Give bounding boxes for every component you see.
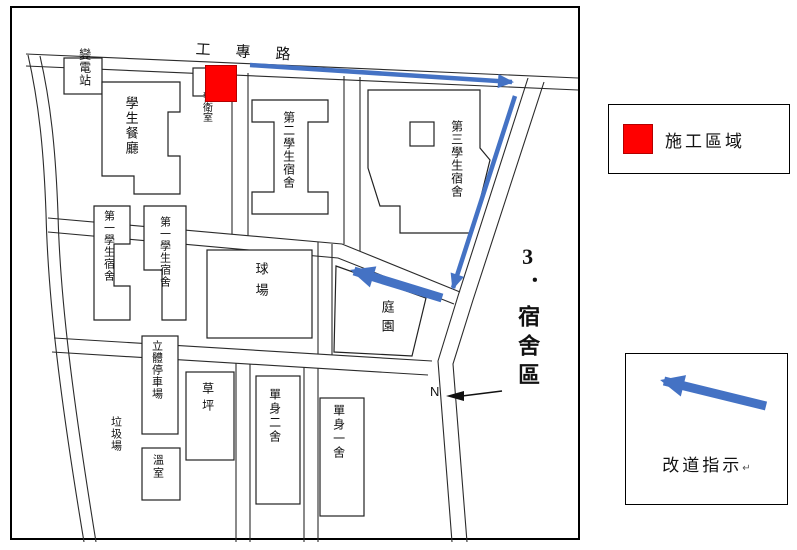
return-mark: ↵ bbox=[742, 463, 751, 474]
construction-legend-swatch bbox=[623, 124, 653, 154]
label-dorm-3: 第三學生宿舍 bbox=[449, 120, 464, 198]
label-dormitory-area: 3．宿舍區 bbox=[515, 244, 541, 392]
building-dorm-3-court bbox=[409, 121, 435, 147]
label-north: N bbox=[430, 384, 440, 399]
campus-map-drawing bbox=[25, 53, 579, 542]
construction-legend-label: 施工區域 bbox=[665, 131, 745, 151]
label-guard-room: 警衛室 bbox=[200, 92, 212, 122]
detour-arrow-top-road bbox=[249, 62, 514, 89]
legend-construction-box: 施工區域 bbox=[608, 104, 790, 174]
label-parking-garage: 立體停車場 bbox=[150, 340, 163, 400]
label-garbage-yard: 垃圾場 bbox=[109, 416, 122, 452]
building-dorm-3 bbox=[367, 89, 491, 234]
building-transformer-station bbox=[63, 57, 103, 95]
label-transformer-station: 變電站 bbox=[77, 48, 92, 87]
building-single-dorm-1 bbox=[319, 397, 365, 517]
building-dorm-1-left bbox=[93, 205, 131, 321]
building-dorm-2 bbox=[251, 99, 329, 215]
label-greenhouse: 溫室 bbox=[151, 454, 164, 480]
detour-legend-text: 改道指示 bbox=[662, 456, 743, 475]
label-garden: 庭園 bbox=[379, 300, 395, 338]
label-ball-field: 球場 bbox=[253, 262, 269, 304]
greenhouse bbox=[141, 447, 181, 501]
label-dorm-2: 第二學生宿舍 bbox=[281, 111, 296, 189]
lawn-area bbox=[185, 371, 235, 461]
label-single-dorm-2: 單身二舍 bbox=[267, 388, 282, 444]
buildings bbox=[63, 57, 491, 517]
ball-field bbox=[206, 249, 313, 339]
detour-arrow-right-diagonal bbox=[450, 95, 518, 290]
construction-area-marker bbox=[205, 65, 237, 102]
label-single-dorm-1: 單身一舍 bbox=[331, 404, 346, 460]
campus-map: 工專路 變電站 警衛室 學生餐廳 第二學生宿舍 第三學生宿舍 第一學生宿舍 第一… bbox=[10, 6, 580, 542]
label-cafeteria: 學生餐廳 bbox=[123, 96, 139, 156]
label-dorm-1-right: 第一學生宿舍 bbox=[158, 216, 171, 288]
label-dorm-1-left: 第一學生宿舍 bbox=[102, 210, 115, 282]
detour-legend-arrow bbox=[660, 375, 768, 411]
detour-arrow-left-thick bbox=[350, 266, 444, 303]
legend-detour-box: 改道指示↵ bbox=[625, 353, 788, 505]
building-single-dorm-2 bbox=[255, 375, 301, 505]
building-cafeteria bbox=[101, 81, 181, 195]
north-arrow bbox=[446, 390, 503, 401]
detour-legend-label: 改道指示↵ bbox=[626, 451, 787, 476]
label-lawn: 草坪 bbox=[200, 382, 215, 416]
parking-garage bbox=[141, 335, 179, 435]
building-dorm-1-right bbox=[143, 205, 187, 321]
detour-arrows bbox=[249, 62, 518, 303]
